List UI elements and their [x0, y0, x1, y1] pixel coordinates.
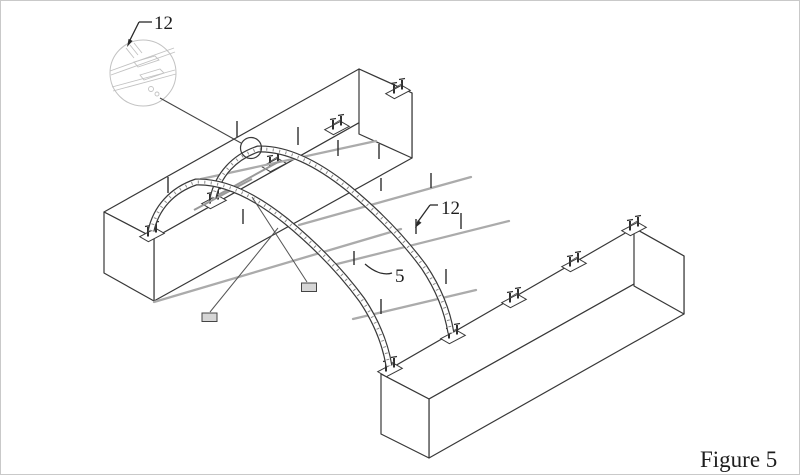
arrowhead-icon — [127, 38, 133, 47]
near-rib-lattice — [149, 180, 391, 367]
label-box-leaders — [209, 196, 308, 313]
callout-5: 5 — [364, 263, 405, 287]
arch-near-rib — [147, 178, 393, 367]
purlin-line — [199, 139, 378, 181]
callout-12-right: 12 — [415, 198, 460, 228]
right-beam-end-face-east — [633, 227, 685, 315]
detail-gusset — [139, 68, 165, 81]
callout-12-top: 12 — [127, 13, 173, 47]
detail-target-circle — [239, 136, 263, 160]
leader-line — [251, 196, 308, 283]
far-rib-lattice — [211, 147, 453, 334]
ref-number-12-top: 12 — [154, 13, 173, 34]
magnifier-detail-circle — [109, 39, 242, 144]
left-anchor-beam — [103, 68, 413, 302]
detail-gusset — [133, 55, 160, 68]
label-box — [201, 312, 218, 322]
label-boxes — [201, 282, 317, 322]
detail-link-leader — [159, 97, 242, 144]
right-beam-end-face-west — [380, 373, 430, 459]
detail-bolt-icon — [148, 86, 154, 92]
arrowhead-icon — [415, 220, 422, 228]
purlin-line — [297, 175, 473, 227]
label-box — [301, 282, 317, 292]
tick-marks — [167, 121, 462, 314]
purlin-line — [152, 227, 403, 304]
right-anchor-beam — [380, 227, 685, 459]
ref-number-5: 5 — [395, 266, 405, 287]
rung-line — [193, 178, 253, 211]
ref-number-12-right: 12 — [441, 198, 460, 219]
purlin-line — [331, 219, 511, 267]
detail-bolt-icon — [154, 91, 160, 97]
leader-line — [209, 227, 279, 313]
figure-caption: Figure 5 — [700, 447, 777, 472]
